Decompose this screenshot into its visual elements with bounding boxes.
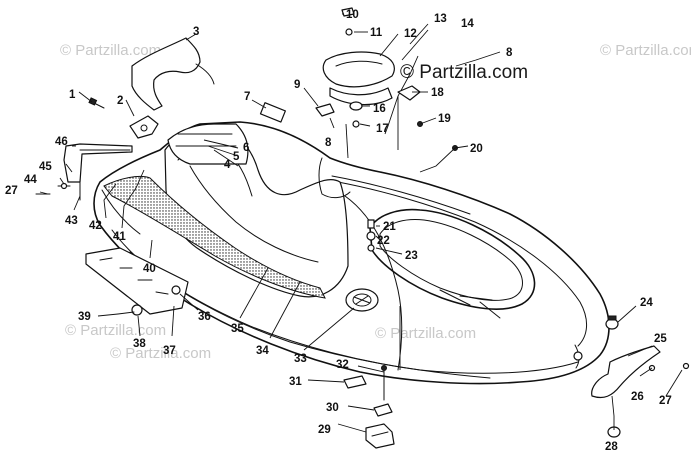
part-fasteners-21-23 <box>366 219 376 252</box>
callout-9: 9 <box>294 79 300 91</box>
callout-46: 46 <box>55 136 68 148</box>
callout-40: 40 <box>143 263 156 275</box>
callout-42: 42 <box>89 220 102 232</box>
callout-20: 20 <box>470 143 483 155</box>
watermark-main: © Partzilla.com <box>400 62 528 83</box>
callout-5: 5 <box>233 151 240 163</box>
callout-23: 23 <box>405 250 418 262</box>
callout-45: 45 <box>39 161 52 173</box>
callout-41: 41 <box>113 231 126 243</box>
part-rail-46 <box>63 143 133 183</box>
callout-17: 17 <box>376 123 389 135</box>
callout-22: 22 <box>377 235 390 247</box>
callout-2: 2 <box>117 95 123 107</box>
callout-7: 7 <box>244 91 250 103</box>
callout-30: 30 <box>326 402 339 414</box>
callout-8a: 8 <box>506 47 513 59</box>
deck-gas-cap <box>345 288 379 312</box>
callout-13: 13 <box>434 13 447 25</box>
part-cap-24 <box>605 315 619 330</box>
callout-25: 25 <box>654 333 667 345</box>
part-decal-7 <box>259 102 286 123</box>
callout-28: 28 <box>605 441 618 453</box>
part-screw-27b <box>682 362 690 370</box>
callout-19: 19 <box>438 113 451 125</box>
callout-6: 6 <box>243 142 249 154</box>
callout-39: 39 <box>78 311 91 323</box>
part-skid-40 <box>85 247 189 315</box>
watermark-faint-3: © Partzilla.com <box>65 322 166 339</box>
callout-24: 24 <box>640 297 653 309</box>
callout-18: 18 <box>431 87 444 99</box>
part-bracket-29 <box>365 423 395 449</box>
callout-3: 3 <box>193 26 199 38</box>
callout-36: 36 <box>198 311 211 323</box>
part-grab-handle <box>131 37 215 111</box>
callout-33: 33 <box>294 353 307 365</box>
part-bracket <box>129 115 159 139</box>
callout-10: 10 <box>346 9 359 21</box>
callout-12: 12 <box>404 28 417 40</box>
callout-4: 4 <box>224 159 231 171</box>
part-washer-36 <box>171 285 181 295</box>
part-washer-16 <box>349 101 363 128</box>
callout-31: 31 <box>289 376 302 388</box>
watermark-faint-4: © Partzilla.com <box>375 325 476 342</box>
callout-29: 29 <box>318 424 331 436</box>
callout-38: 38 <box>133 338 146 350</box>
part-strip-31 <box>343 375 367 389</box>
part-clip-30 <box>373 403 393 417</box>
callout-1: 1 <box>69 89 76 101</box>
callout-14: 14 <box>461 18 474 30</box>
callout-27b: 27 <box>659 395 672 407</box>
part-lid-12 <box>322 51 395 106</box>
leader-lines <box>39 13 683 433</box>
callout-8b: 8 <box>325 137 332 149</box>
callout-labels: 1 2 3 4 5 6 7 8 8 9 10 11 12 13 14 16 17… <box>5 9 672 453</box>
callout-11: 11 <box>370 27 383 39</box>
part-bracket-9 <box>315 103 335 117</box>
callout-21: 21 <box>383 221 396 233</box>
callout-44: 44 <box>24 174 37 186</box>
callout-27a: 27 <box>5 185 18 197</box>
part-latch-18 <box>397 85 421 101</box>
watermark-faint-1: © Partzilla.com <box>60 42 161 59</box>
callout-16: 16 <box>373 103 386 115</box>
callout-32: 32 <box>336 359 349 371</box>
hull-body <box>93 121 610 385</box>
part-washer-38 <box>131 304 143 316</box>
callout-26: 26 <box>631 391 644 403</box>
watermark-faint-2: © Partzilla.com <box>600 42 691 59</box>
part-knob-10 <box>341 7 355 36</box>
watermark-faint-5: © Partzilla.com <box>110 345 211 362</box>
callout-34: 34 <box>256 345 269 357</box>
part-bolt-39 <box>117 311 135 315</box>
callout-35: 35 <box>231 323 244 335</box>
callout-43: 43 <box>65 215 78 227</box>
callout-37: 37 <box>163 345 176 357</box>
